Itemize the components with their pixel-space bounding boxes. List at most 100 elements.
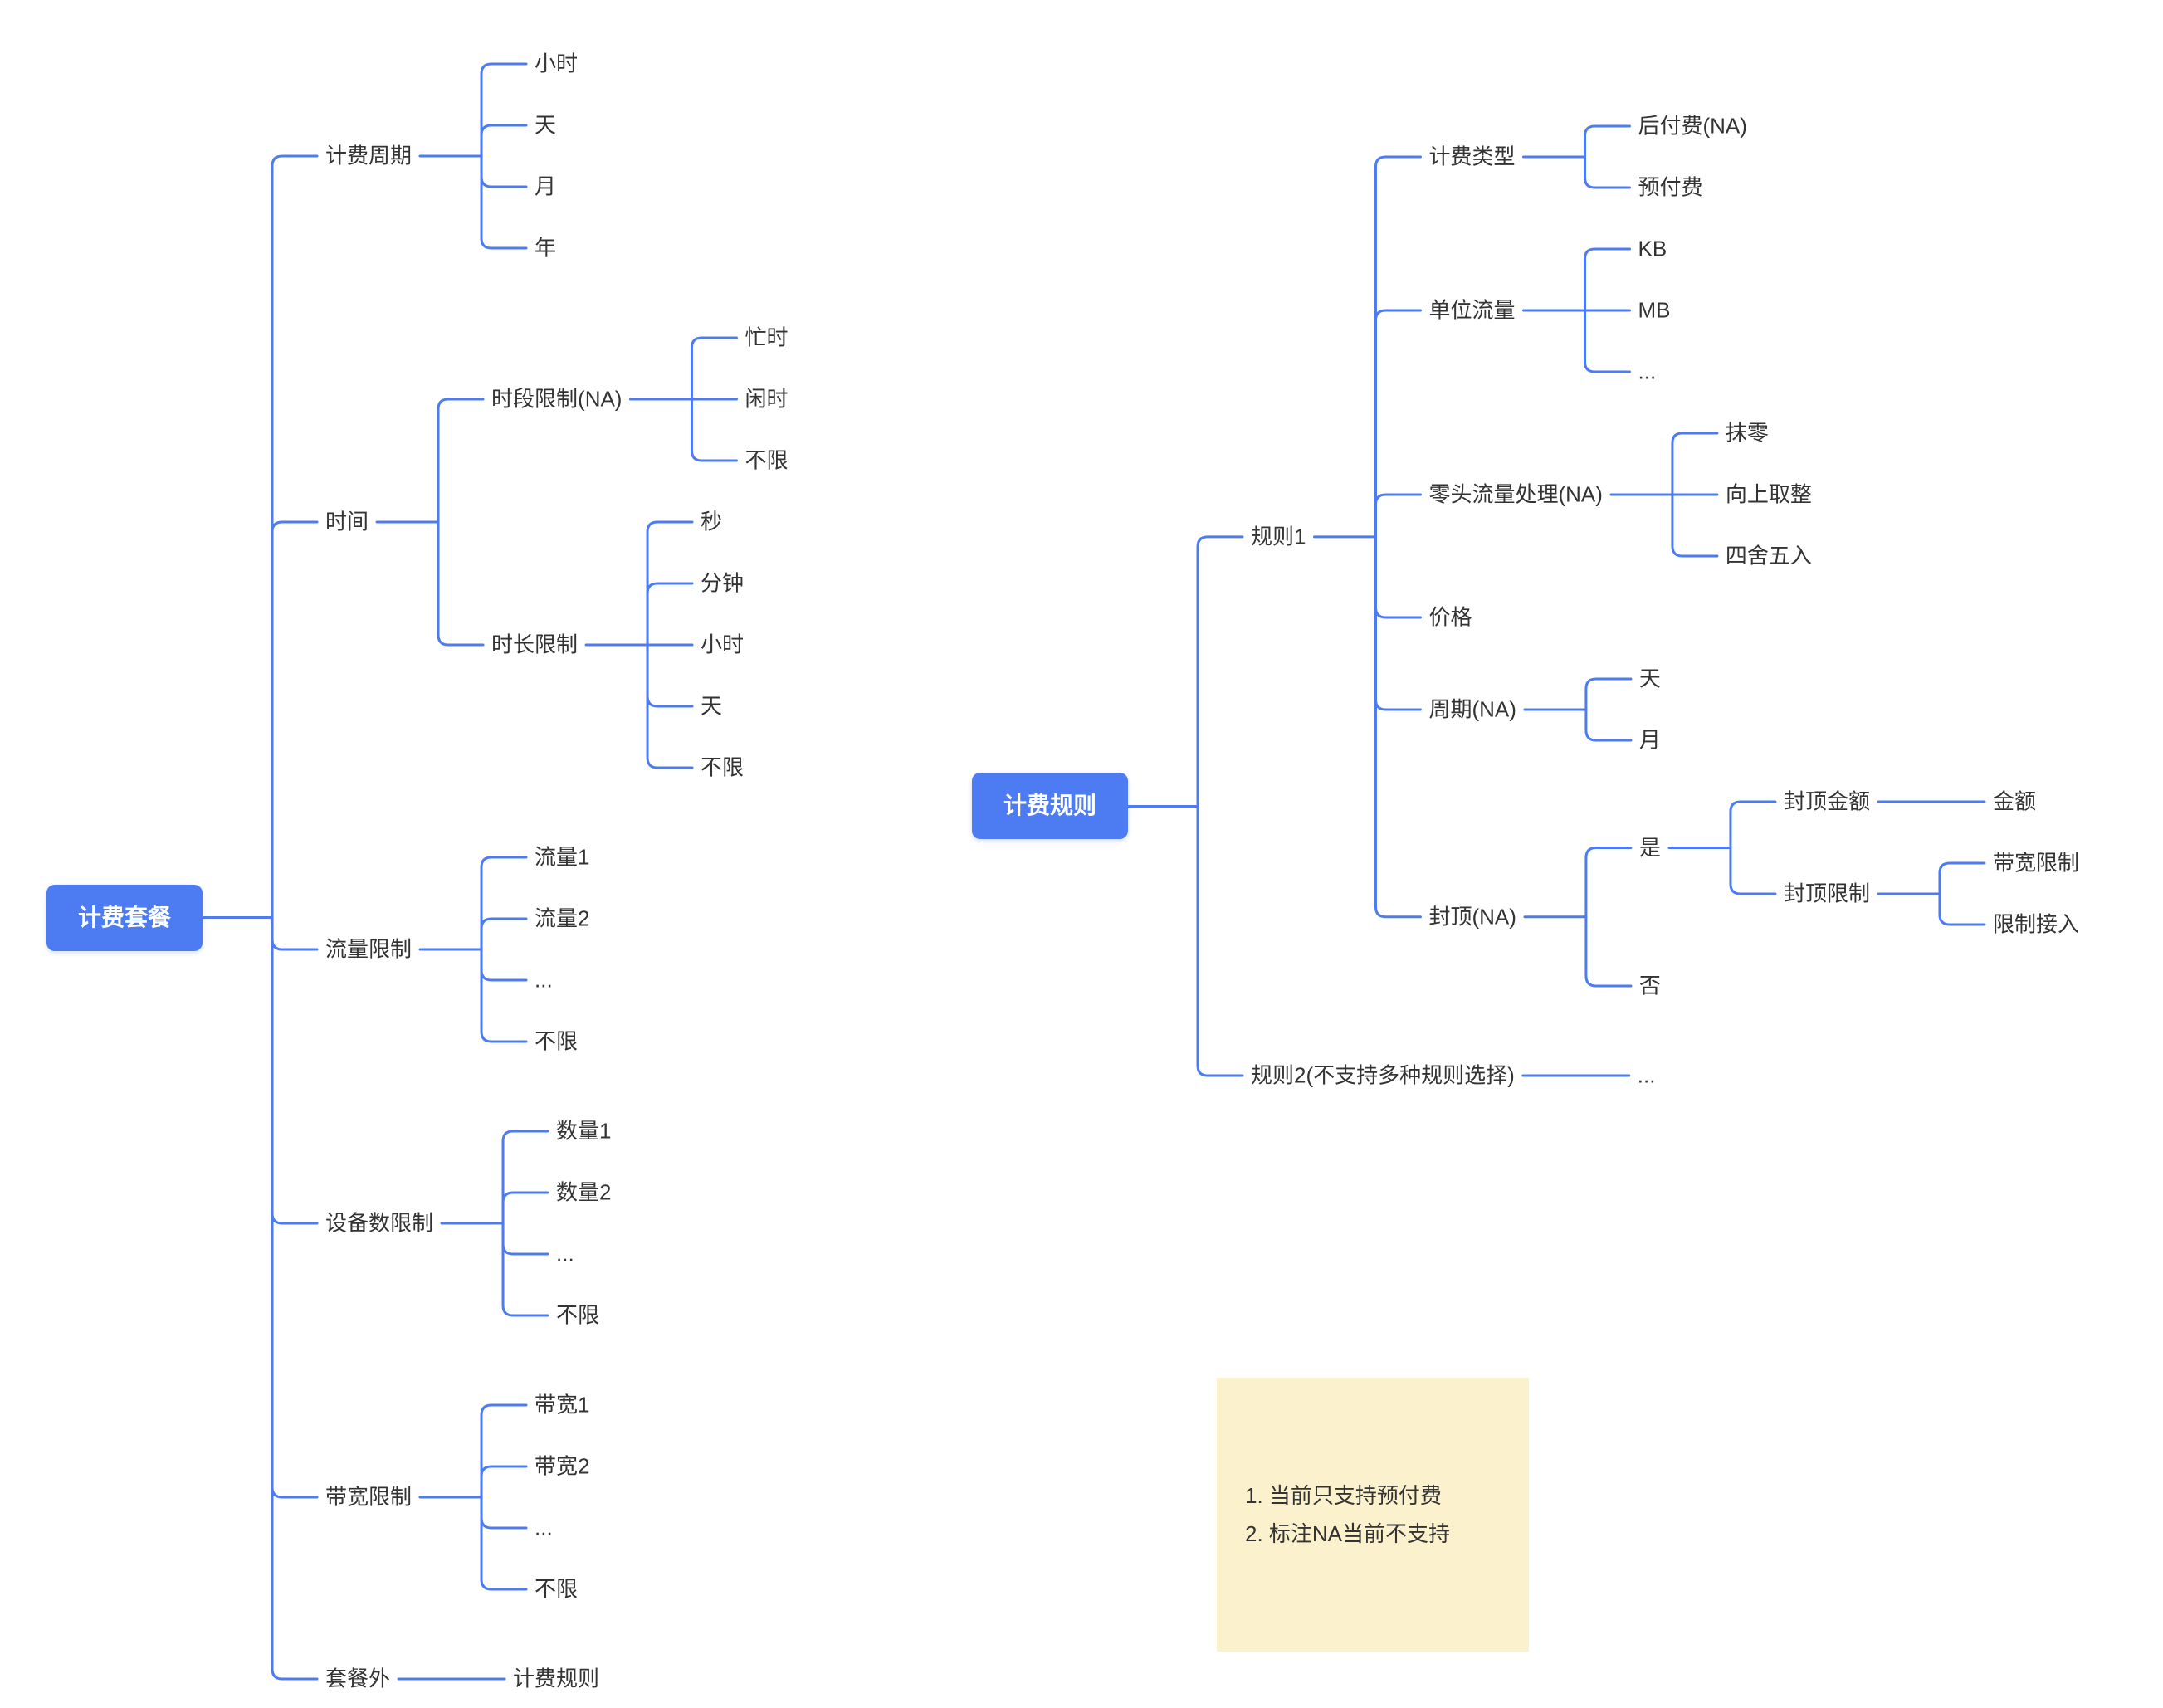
mindmap-node[interactable]: 月 [535,173,557,199]
connector-line [1938,892,1986,926]
connector-line [646,582,694,647]
connector-line [1671,432,1719,496]
mindmap-node[interactable]: 小时 [701,632,745,657]
mindmap-node[interactable]: 天 [1638,666,1661,691]
connector-line [1729,800,1777,849]
connector-line [480,1465,528,1499]
mindmap-node[interactable]: MB [1638,297,1671,323]
connector-line [271,520,319,919]
mindmap-node[interactable]: 数量2 [556,1179,612,1205]
connector-line [690,336,738,401]
connector-line [1584,677,1633,711]
mindmap-node[interactable]: 设备数限制 [325,1210,434,1236]
mindmap-node[interactable]: 计费规则 [513,1666,600,1691]
mindmap-node[interactable]: 计费类型 [1428,144,1516,169]
connector-line [1374,493,1422,539]
mindmap-node[interactable]: 四舍五入 [1725,543,1812,569]
mindmap-node[interactable]: 月 [1638,727,1661,753]
mindmap-node[interactable]: 忙时 [745,325,789,350]
mindmap-node[interactable]: 带宽限制 [325,1484,413,1510]
mindmap-node[interactable]: ... [535,1515,553,1540]
connector-line [1374,535,1422,711]
mindmap-node[interactable]: 预付费 [1638,174,1703,200]
mindmap-node[interactable]: 金额 [1992,788,2036,814]
connector-line [271,916,319,1681]
mindmap-node[interactable]: 价格 [1428,604,1472,630]
connector-line [480,154,528,250]
mindmap-node[interactable]: 限制接入 [1992,911,2079,937]
connector-line [1584,155,1631,189]
connector-line [1584,708,1633,742]
mindmap-node[interactable]: 规则2(不支持多种规则选择) [1251,1062,1515,1088]
connector-line [480,948,528,1043]
connector-line [437,398,485,524]
connector-line [1584,309,1631,373]
connector-line [501,1130,549,1225]
connector-line [690,398,738,462]
mindmap-node[interactable]: 周期(NA) [1428,696,1516,722]
connector-line [480,1403,528,1499]
mindmap-node[interactable]: 封顶限制 [1783,881,1870,906]
mindmap-node[interactable]: 不限 [556,1302,600,1328]
connector-line [646,643,694,708]
note-line-2: 2. 标注NA当前不支持 [1245,1521,1451,1546]
connector-line [1671,493,1719,558]
mindmap-node[interactable]: 数量1 [556,1118,612,1144]
mindmap-node[interactable]: 天 [535,112,557,138]
mindmap-node[interactable]: 抹零 [1725,420,1769,446]
connector-line [501,1222,549,1256]
connector-line [1938,861,1986,895]
connector-line [437,520,485,647]
mindmap-node[interactable]: 流量1 [535,844,590,870]
mindmap-node[interactable]: 不限 [745,447,789,473]
mindmap-node[interactable]: 封顶(NA) [1428,904,1516,930]
mindmap-node[interactable]: 秒 [701,509,723,534]
mindmap-node[interactable]: 时长限制 [491,632,579,657]
mindmap-node[interactable]: 套餐外 [325,1666,391,1691]
connector-line [271,916,319,1225]
mindmap-node[interactable]: 不限 [535,1576,579,1602]
connector-line [1584,915,1633,988]
mindmap-node[interactable]: 带宽限制 [1992,850,2079,876]
mindmap-node[interactable]: 时段限制(NA) [491,386,623,412]
mindmap-node[interactable]: 流量2 [535,905,590,931]
mindmap-root-node[interactable]: 计费套餐 [46,884,203,951]
mindmap-node[interactable]: 流量限制 [325,936,413,962]
mindmap-node[interactable]: 年 [535,235,557,261]
mindmap-node[interactable]: 规则1 [1251,524,1306,549]
mindmap-root-node[interactable]: 计费规则 [972,773,1129,840]
mindmap-node[interactable]: ... [1637,1062,1656,1088]
mindmap-node[interactable]: 分钟 [701,570,745,596]
mindmap-node[interactable]: 单位流量 [1428,297,1516,323]
mindmap-node[interactable]: 带宽2 [535,1453,590,1479]
mindmap-node[interactable]: 否 [1638,973,1661,998]
mindmap-node[interactable]: 零头流量处理(NA) [1428,481,1603,507]
mindmap-node[interactable]: 是 [1638,834,1661,860]
mindmap-node[interactable]: 时间 [325,509,369,534]
mindmap-node[interactable]: 封顶金额 [1783,788,1870,814]
mindmap-node[interactable]: 小时 [535,51,579,76]
mindmap-node[interactable]: 向上取整 [1725,481,1812,507]
connector-line [646,520,694,647]
mindmap-node[interactable]: ... [535,967,553,993]
mindmap-node[interactable]: 不限 [535,1028,579,1054]
mindmap-node[interactable]: 天 [701,693,723,719]
mindmap-node[interactable]: 后付费(NA) [1638,113,1747,139]
connector-line [480,917,528,951]
mindmap-node[interactable]: 闲时 [745,386,789,412]
mindmap-node[interactable]: 不限 [701,754,745,780]
mindmap-node[interactable]: ... [1638,359,1657,384]
connector-line [1374,535,1422,919]
connector-line [501,1222,549,1317]
mindmap-node[interactable]: 带宽1 [535,1392,590,1418]
sticky-note: 1. 当前只支持预付费 2. 标注NA当前不支持 [1217,1378,1529,1652]
connector-line [480,62,528,158]
mindmap-node[interactable]: KB [1638,236,1667,261]
mindmap-node[interactable]: 计费周期 [325,143,413,168]
connector-line [480,1496,528,1591]
connector-line [1374,535,1422,619]
connector-line [271,916,319,951]
mindmap-node[interactable]: ... [556,1241,574,1266]
